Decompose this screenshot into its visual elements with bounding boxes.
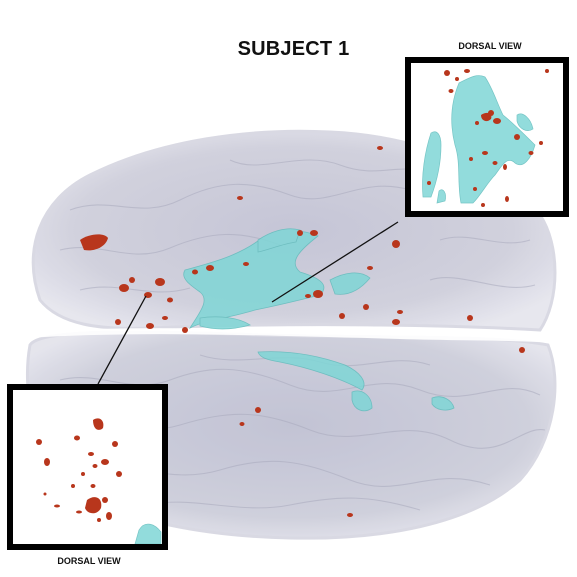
inset-top-render [422, 69, 549, 207]
cyan-regions [183, 228, 455, 412]
inset-top-caption: DORSAL VIEW [458, 41, 522, 51]
red-lesions [80, 146, 525, 517]
midline-fissure [29, 328, 553, 343]
inset-cyan-fragment [134, 523, 162, 544]
inset-dorsal-view-bottom [7, 384, 168, 550]
leader-line-bottom [97, 295, 147, 385]
inset-bottom-render [36, 418, 162, 544]
inset-dorsal-view-top [405, 57, 569, 217]
leader-line-top [271, 221, 399, 303]
inset-bottom-caption: DORSAL VIEW [57, 556, 121, 566]
figure-title: SUBJECT 1 [237, 38, 350, 60]
